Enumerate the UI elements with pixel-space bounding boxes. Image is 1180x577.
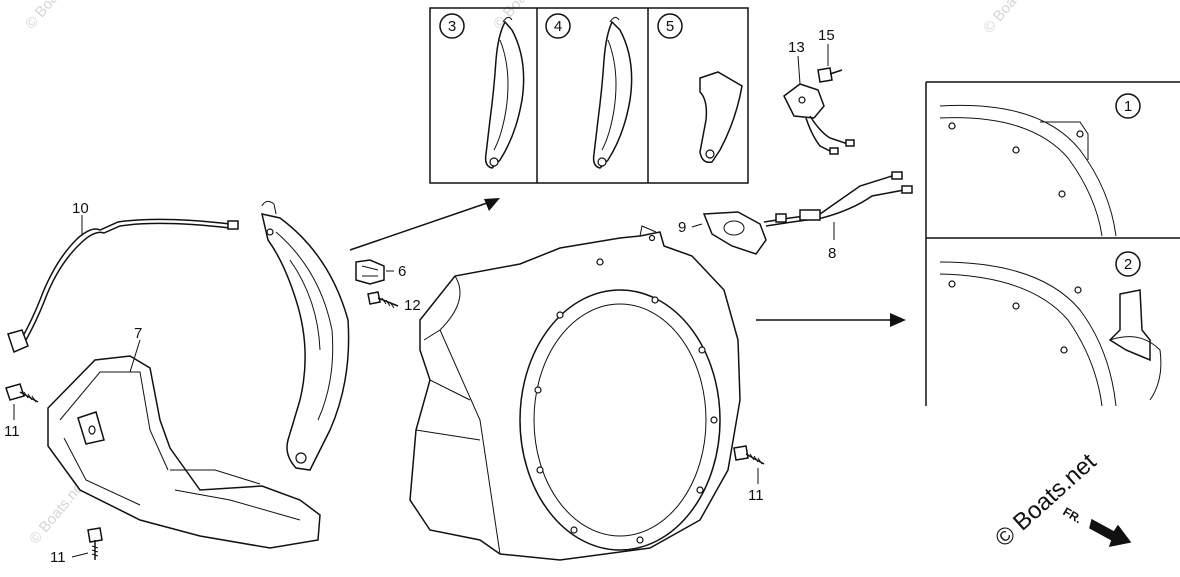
part-9-switch xyxy=(691,211,767,255)
label-9: 9 xyxy=(678,219,686,236)
part-8-wire xyxy=(763,171,913,240)
label-15: 15 xyxy=(818,27,835,44)
front-label: FR. xyxy=(1061,504,1085,526)
label-11-right: 11 xyxy=(748,487,764,504)
callout-circle-3 xyxy=(439,13,465,39)
bolt-11-right xyxy=(733,445,765,484)
part-7-lower-cover xyxy=(47,339,321,549)
variant-3-tab xyxy=(502,16,513,23)
variant-5-bracket xyxy=(699,71,743,164)
variant-4-shroud xyxy=(592,20,633,169)
variant-4-hole xyxy=(597,157,607,167)
variant-3-shroud xyxy=(484,20,525,169)
label-12: 12 xyxy=(404,297,421,314)
callout-circle-5 xyxy=(657,13,683,39)
arrow-to-detail xyxy=(756,313,906,327)
label-11-bottom: 11 xyxy=(50,549,66,566)
shroud-main xyxy=(261,200,350,471)
part-10-wire xyxy=(7,215,239,354)
bolt-11-bottom-left xyxy=(87,527,103,560)
bolt-12 xyxy=(367,291,399,309)
bolt-15 xyxy=(817,44,843,83)
boats-net-logo: © Boats.net xyxy=(990,448,1102,552)
callout-2: 2 xyxy=(1124,256,1132,273)
arrow-to-inset xyxy=(349,198,500,251)
part-13-module xyxy=(783,55,855,155)
label-6: 6 xyxy=(398,263,406,280)
variant-4-tab xyxy=(609,16,620,23)
variant-3-rib xyxy=(493,39,509,151)
variant-5-hole xyxy=(705,149,715,159)
part-6-clip xyxy=(355,259,394,285)
label-7: 7 xyxy=(134,325,142,342)
callout-1: 1 xyxy=(1124,98,1132,115)
inset-frame xyxy=(429,7,749,184)
leader-11-bottom xyxy=(71,552,89,558)
label-8: 8 xyxy=(828,245,836,262)
watermark-top-left: © Boats.net xyxy=(22,0,86,33)
blower-housing xyxy=(409,225,741,561)
callout-5: 5 xyxy=(666,18,674,35)
watermark-top-right: © Boats.net xyxy=(980,0,1044,37)
front-direction-indicator: FR. xyxy=(1061,504,1132,547)
label-13: 13 xyxy=(788,39,805,56)
callout-3: 3 xyxy=(448,18,456,35)
variant-inset-panel: 3 4 5 xyxy=(429,7,749,184)
watermark-top-center: © Boats.net xyxy=(490,0,554,33)
bolt-11-left xyxy=(5,383,39,420)
variant-4-rib xyxy=(601,39,617,151)
label-11-left: 11 xyxy=(4,423,20,440)
callout-circle-4 xyxy=(545,13,571,39)
label-10: 10 xyxy=(72,200,89,217)
callout-4: 4 xyxy=(554,18,562,35)
variant-3-hole xyxy=(489,157,499,167)
detail-panels: 1 2 xyxy=(925,81,1180,407)
